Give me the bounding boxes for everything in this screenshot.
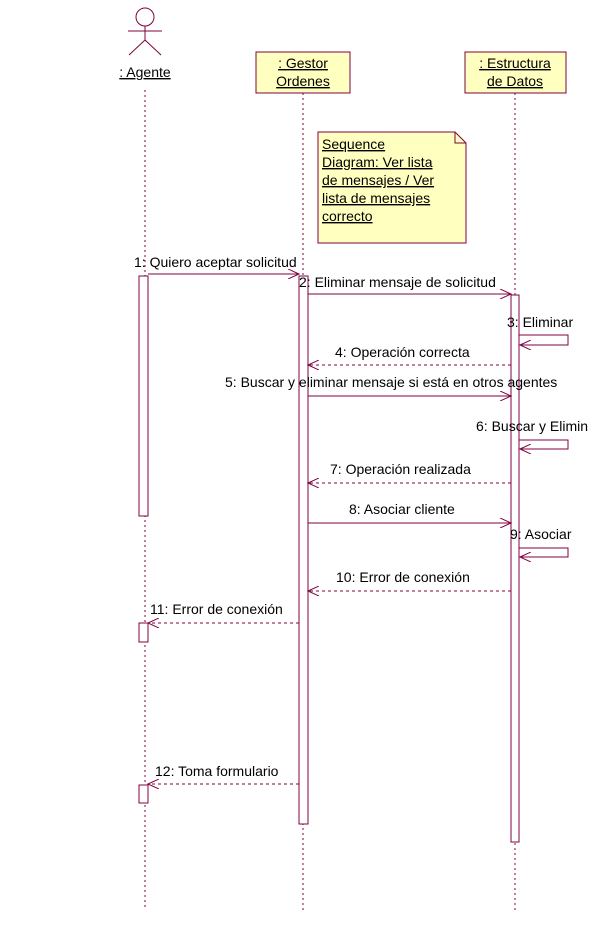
self-message-arrow (519, 334, 569, 345)
message-label: 11: Error de conexión (150, 601, 283, 617)
lifeline-title-line: : Estructura (479, 55, 551, 71)
activation-bar (138, 275, 149, 517)
actor-figure-icon (128, 7, 162, 56)
actor-label: : Agente (119, 64, 171, 80)
message-label: 12: Toma formulario (155, 763, 279, 779)
message-label: 9: Asociar (510, 526, 572, 542)
lifeline-box-gestor: : Gestor Ordenes (255, 51, 351, 94)
lifeline-title-line: Ordenes (276, 73, 330, 89)
message-label: 2: Eliminar mensaje de solicitud (299, 274, 496, 290)
activation-bar (138, 622, 149, 643)
self-message-arrow (519, 547, 569, 557)
note-line: de mensajes / Ver (322, 172, 434, 188)
message-label: 8: Asociar cliente (349, 501, 455, 517)
note-line: Diagram: Ver lista (322, 154, 433, 170)
message-label: 7: Operación realizada (330, 461, 471, 477)
note-line: lista de mensajes (322, 190, 430, 206)
message-label: 4: Operación correcta (335, 344, 470, 360)
lifeline-title-line: de Datos (487, 73, 543, 89)
self-message-arrow (519, 439, 569, 449)
message-label: 3: Eliminar (507, 314, 573, 330)
note-line: Sequence (322, 136, 385, 152)
message-label: 6: Buscar y Elimin (476, 418, 588, 434)
message-label: 5: Buscar y eliminar mensaje si está en … (225, 374, 557, 390)
activation-bar (298, 275, 309, 825)
note-line: correcto (322, 208, 373, 224)
lifeline-title-line: : Gestor (278, 55, 328, 71)
lifeline-box-estructura: : Estructura de Datos (464, 51, 567, 94)
message-label: 10: Error de conexión (336, 569, 470, 585)
activation-bar (510, 294, 520, 843)
activation-bar (138, 784, 149, 804)
sequence-note: Sequence Diagram: Ver lista de mensajes … (317, 131, 467, 244)
message-label: 1: Quiero aceptar solicitud (134, 254, 297, 270)
